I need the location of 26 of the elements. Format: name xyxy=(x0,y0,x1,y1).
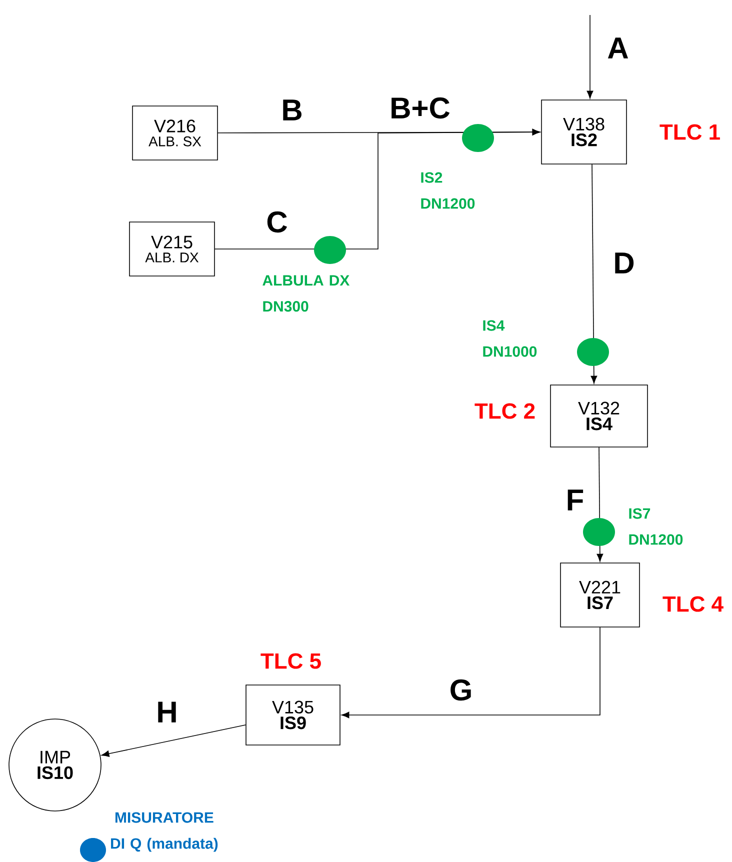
edge-label: B xyxy=(283,100,302,120)
station-box: V216 ALB. SX xyxy=(132,106,218,160)
edge-label: A xyxy=(608,38,628,58)
meter-label: MISURATORE DI Q (mandata) xyxy=(111,812,218,852)
edge-label: G xyxy=(450,679,471,701)
edge-label: H xyxy=(158,702,176,722)
arrow xyxy=(101,724,246,757)
tlc-label: TLC 4 xyxy=(662,596,724,612)
station-box: V221 IS7 xyxy=(560,562,640,628)
arrow xyxy=(341,626,600,718)
tlc-label: TLC 5 xyxy=(260,653,321,669)
edge-label: D xyxy=(615,252,634,274)
station-box: V138 IS2 xyxy=(541,100,627,164)
tlc-label: TLC 2 xyxy=(474,403,535,419)
meter-label: IS2 DN1200 xyxy=(421,172,475,209)
meter-label: IS4 DN1000 xyxy=(483,320,537,357)
meter-label: IS7 DN1200 xyxy=(629,508,683,545)
edge-label: C xyxy=(267,211,287,233)
station-box: V135 IS9 xyxy=(246,684,340,746)
tlc-label: TLC 1 xyxy=(660,124,720,140)
station-box: V215 ALB. DX xyxy=(129,222,215,276)
flow-label: B+C xyxy=(392,97,450,119)
station-box: V132 IS4 xyxy=(550,384,648,448)
meter-label: ALBULA DX DN300 xyxy=(262,275,350,312)
edge-label: F xyxy=(568,490,584,510)
arrow xyxy=(586,14,594,99)
